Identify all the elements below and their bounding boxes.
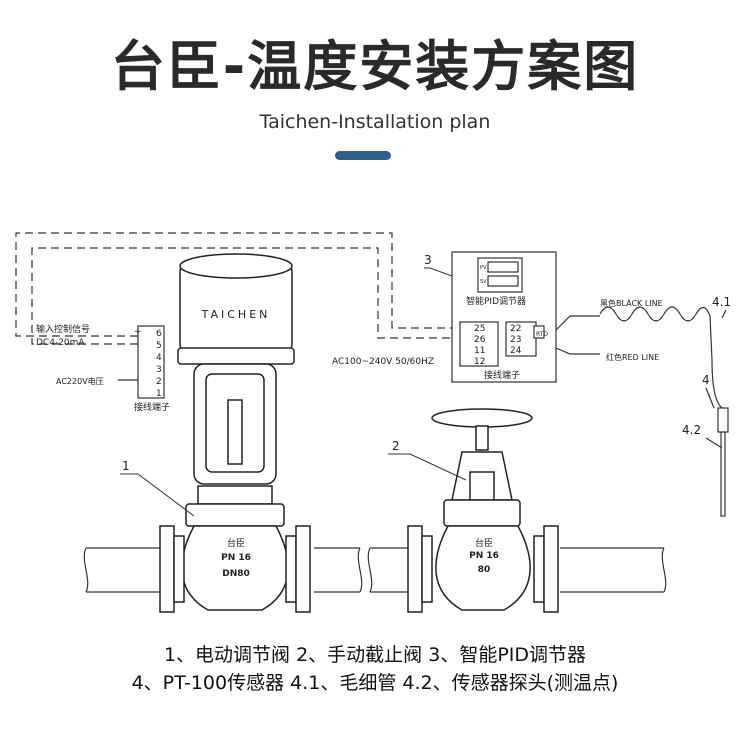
actuator-brand: TAICHEN	[201, 308, 271, 321]
valve1-size: DN80	[222, 569, 250, 579]
terminal-group-left	[459, 321, 499, 367]
callout-1-leader	[120, 473, 195, 517]
callout-2: 2	[392, 439, 400, 453]
flange-2d	[543, 525, 559, 613]
controller-term-12: 12	[474, 357, 485, 367]
terminal-label-left: 接线端子	[134, 401, 170, 413]
flange-1c	[285, 535, 297, 603]
callout-2-leader	[388, 453, 467, 481]
left-term-2: 2	[156, 377, 162, 387]
valve2-brand: 台臣	[475, 537, 493, 549]
bonnet	[197, 485, 273, 505]
flange-2a	[407, 525, 423, 613]
red-line-label: 红色RED LINE	[606, 352, 659, 362]
terminal-group-right	[505, 321, 537, 357]
manual-valve	[407, 408, 559, 613]
valve2-size: 80	[478, 565, 491, 575]
controller-terminal-label: 接线端子	[484, 369, 520, 381]
sensor-fitting	[717, 407, 729, 433]
controller-number: 3	[424, 253, 432, 267]
legend-line-2: 4、PT-100传感器 4.1、毛细管 4.2、传感器探头(测温点)	[131, 672, 619, 694]
controller-display-pv: PV	[480, 265, 487, 271]
flange-2c	[533, 535, 545, 603]
pipe-mid-right	[367, 547, 408, 593]
callout-41: 4.1	[712, 295, 731, 309]
left-term-1: 1	[156, 389, 162, 399]
valve1-brand: 台臣	[227, 537, 245, 549]
valve2-pressure: PN 16	[469, 551, 499, 561]
controller-term-22: 22	[510, 324, 521, 334]
rtd-label: RTD	[536, 331, 548, 338]
callout-42: 4.2	[682, 423, 701, 437]
handwheel	[431, 408, 533, 428]
pipe-left	[83, 547, 160, 593]
flange-1b	[173, 535, 185, 603]
controller-term-11: 11	[474, 346, 485, 356]
accent-bar	[335, 151, 391, 160]
pipe-right	[560, 547, 667, 593]
controller-display-sv: SV	[480, 279, 487, 285]
left-term-6: 6	[156, 329, 162, 339]
controller-term-23: 23	[510, 335, 521, 345]
actuator-base	[177, 347, 295, 365]
valve-body-2	[435, 525, 531, 611]
terminal-plus: +	[134, 327, 142, 337]
legend-line-1: 1、电动调节阀 2、手动截止阀 3、智能PID调节器	[163, 644, 587, 666]
flange-1a	[159, 525, 175, 613]
callout-1: 1	[122, 459, 130, 473]
electric-valve	[159, 253, 311, 613]
flange-1d	[295, 525, 311, 613]
terminal-minus: -	[134, 339, 137, 349]
black-line-label: 黑色BLACK LINE	[600, 298, 663, 308]
signal-wire-inner	[31, 247, 460, 345]
power-label: AC220V电压	[56, 376, 104, 386]
left-term-4: 4	[156, 353, 162, 363]
page-subtitle: Taichen-Installation plan	[259, 111, 491, 133]
pid-controller	[451, 251, 557, 383]
callout-3-leader	[424, 267, 453, 277]
controller-name: 智能PID调节器	[466, 295, 526, 307]
controller-term-24: 24	[510, 346, 522, 356]
callout-4: 4	[702, 373, 710, 387]
flange-2b	[421, 535, 433, 603]
pipe-mid-left	[314, 547, 363, 593]
input-signal-label: 输入控制信号	[36, 323, 90, 335]
terminal-block-left	[137, 325, 165, 399]
controller-power: AC100~240V 50/60HZ	[332, 357, 434, 367]
controller-term-25: 25	[474, 324, 485, 334]
signal-type: DC4-20mA	[36, 338, 85, 348]
valve1-pressure: PN 16	[221, 553, 251, 563]
left-term-3: 3	[156, 365, 162, 375]
signal-wire-outer	[15, 232, 460, 337]
controller-term-26: 26	[474, 335, 486, 345]
page-title: 台臣-温度安装方案图	[110, 35, 640, 98]
black-line	[555, 315, 600, 331]
red-line	[555, 347, 600, 355]
sensor-probe	[720, 431, 726, 517]
left-term-5: 5	[156, 341, 162, 351]
capillary-coil	[599, 306, 723, 409]
